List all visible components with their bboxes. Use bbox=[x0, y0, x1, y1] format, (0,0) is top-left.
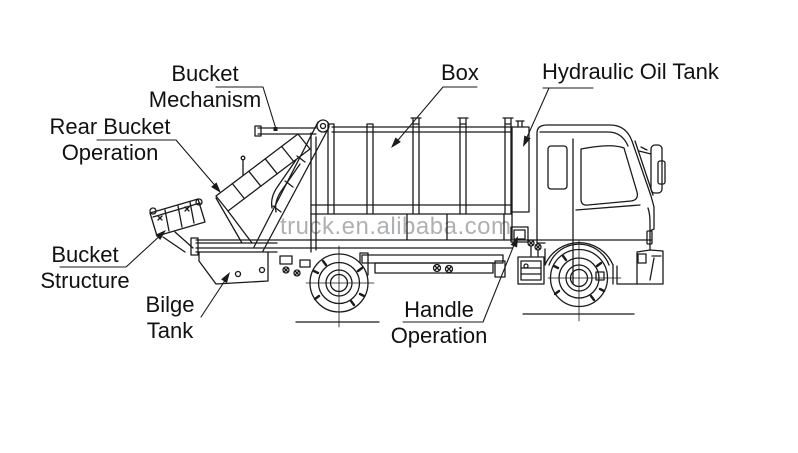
rear-wheel bbox=[295, 245, 380, 328]
rear-axle-detail bbox=[279, 255, 311, 277]
bilge-tank bbox=[195, 242, 278, 285]
label-line: Handle bbox=[404, 297, 474, 322]
leader-bucket-mechanism bbox=[215, 86, 278, 131]
label-rear-bucket-operation: Rear Bucket Operation bbox=[35, 114, 185, 166]
label-handle-operation: Handle Operation bbox=[364, 297, 514, 349]
leader-bucket-structure bbox=[59, 230, 166, 268]
label-line: Bucket bbox=[51, 242, 119, 267]
label-box: Box bbox=[441, 60, 479, 86]
bucket-mechanism-assembly bbox=[215, 119, 330, 252]
compactor-box bbox=[310, 117, 514, 253]
label-hydraulic-oil-tank: Hydraulic Oil Tank bbox=[542, 59, 719, 85]
handle-linkage bbox=[359, 252, 506, 278]
handle-mechanism bbox=[510, 226, 542, 257]
label-line: Bilge bbox=[145, 292, 195, 317]
leader-box bbox=[391, 86, 478, 148]
label-line: Tank bbox=[146, 318, 194, 343]
label-line: Structure bbox=[40, 268, 130, 293]
leader-handle-operation bbox=[402, 236, 518, 323]
leader-hydraulic-oil-tank bbox=[523, 87, 594, 147]
watermark-text: truck.en.alibaba.com bbox=[280, 213, 512, 240]
label-line: Rear Bucket bbox=[49, 114, 171, 139]
label-bucket-structure: Bucket Structure bbox=[10, 242, 160, 294]
leader-bilge-tank bbox=[200, 272, 230, 318]
leader-lines bbox=[59, 86, 594, 323]
label-line: Box bbox=[441, 60, 479, 85]
label-line: Bucket bbox=[171, 61, 239, 86]
label-line: Mechanism bbox=[148, 87, 262, 112]
label-bucket-mechanism: Bucket Mechanism bbox=[130, 61, 280, 113]
hydraulic-oil-tank bbox=[511, 120, 530, 241]
label-line: Hydraulic Oil Tank bbox=[542, 59, 719, 84]
leader-rear-bucket-operation bbox=[96, 139, 221, 193]
label-line: Operation bbox=[390, 323, 488, 348]
bucket-structure-assembly bbox=[149, 198, 206, 253]
label-line: Operation bbox=[61, 140, 159, 165]
cab bbox=[517, 124, 666, 285]
label-bilge-tank: Bilge Tank bbox=[120, 292, 220, 344]
front-wheel bbox=[522, 240, 635, 322]
